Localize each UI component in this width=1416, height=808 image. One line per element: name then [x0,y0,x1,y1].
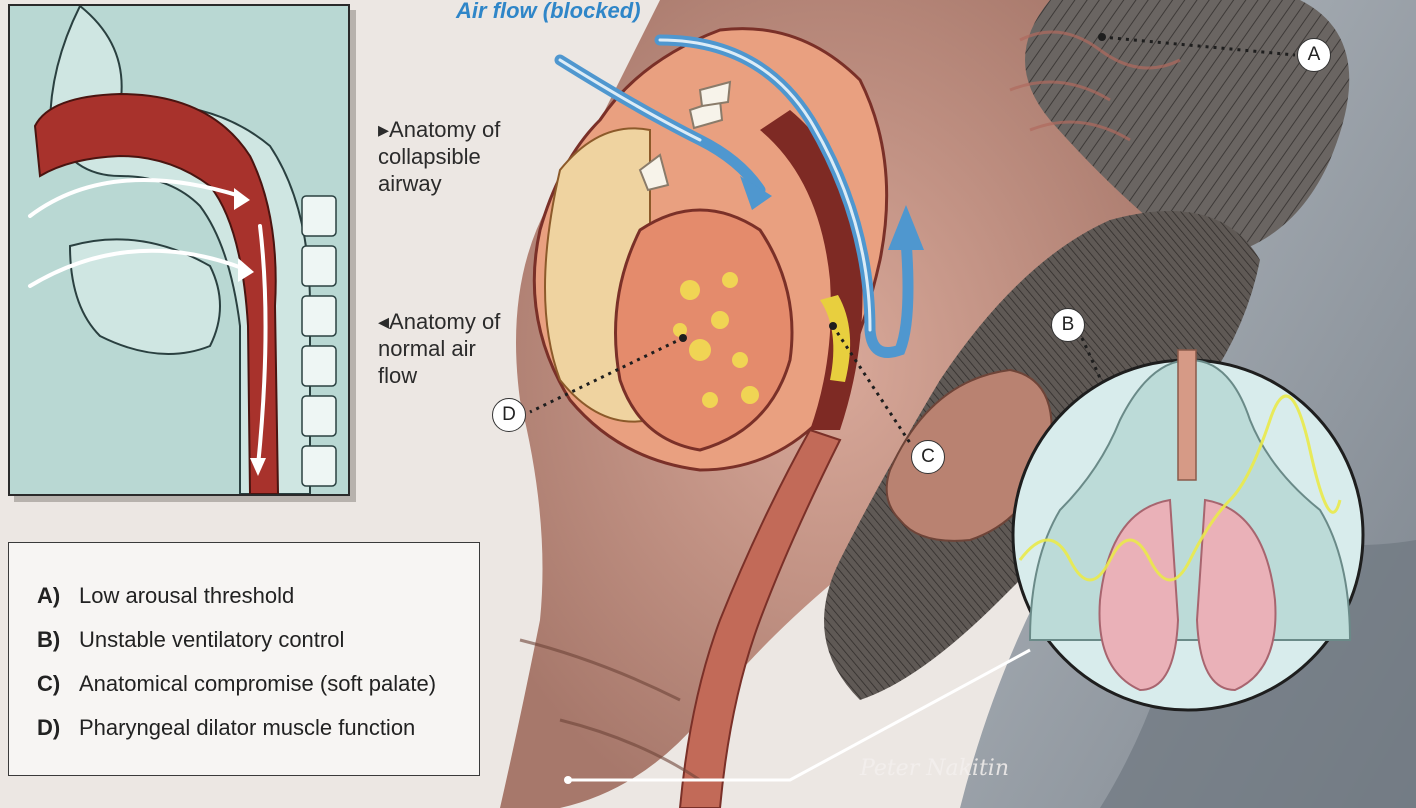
artist-signature: Peter Nakitin [860,756,1009,781]
legend-item-d: D) Pharyngeal dilator muscle function [37,715,415,741]
legend-key: A) [37,583,63,609]
callout-c: C [911,440,945,474]
legend-key: D) [37,715,63,741]
legend-text: Pharyngeal dilator muscle function [79,715,415,741]
normal-airway-drawing [10,6,348,494]
legend-key: B) [37,627,63,653]
caption-normal-airflow: ◂Anatomy of normal air flow [378,308,508,389]
airflow-blocked-label: Air flow (blocked) [456,0,641,24]
legend-key: C) [37,671,63,697]
normal-airflow-inset [8,4,350,496]
callout-a: A [1297,38,1331,72]
legend-text: Unstable ventilatory control [79,627,344,653]
legend-item-a: A) Low arousal threshold [37,583,294,609]
legend-text: Low arousal threshold [79,583,294,609]
legend-item-c: C) Anatomical compromise (soft palate) [37,671,436,697]
callout-b: B [1051,308,1085,342]
legend-item-b: B) Unstable ventilatory control [37,627,344,653]
legend-text: Anatomical compromise (soft palate) [79,671,436,697]
callout-d: D [492,398,526,432]
caption-collapsible-airway: ▸Anatomy of collapsible airway [378,116,528,197]
legend: A) Low arousal threshold B) Unstable ven… [8,542,480,776]
